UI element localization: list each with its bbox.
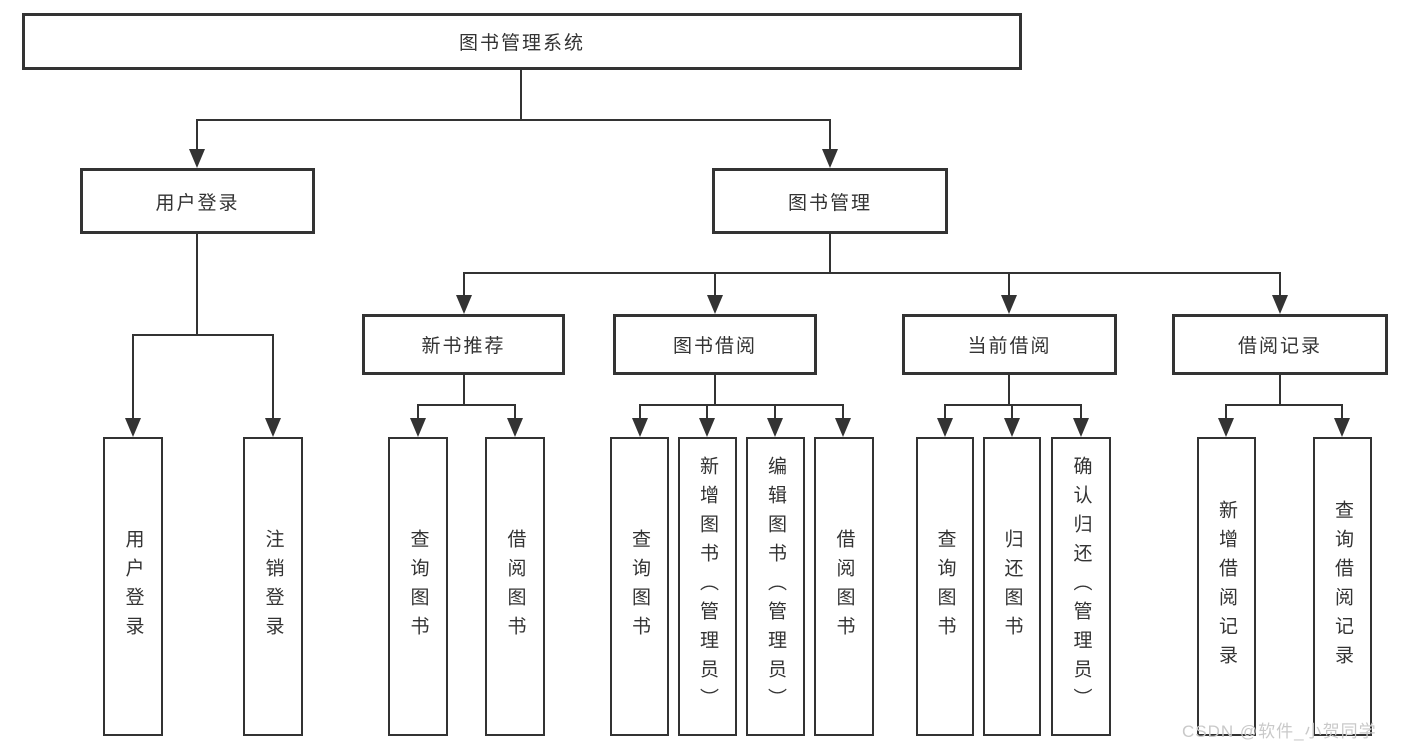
- leaf-borrow-edit-books-admin: 编辑图书（管理员）: [746, 437, 805, 736]
- connector-root-stem: [520, 69, 522, 121]
- connector-drop: [132, 334, 134, 420]
- connector-drop: [706, 404, 708, 420]
- connector-drop: [1225, 404, 1227, 420]
- node-book-borrowing: 图书借阅: [613, 314, 817, 375]
- connector-bookmgmt-rail: [463, 272, 1281, 274]
- arrow-down-icon: [937, 418, 953, 437]
- leaf-records-query-record-label: 查询借阅记录: [1332, 499, 1353, 674]
- arrow-down-icon: [767, 418, 783, 437]
- connector-drop: [1011, 404, 1013, 420]
- arrow-down-icon: [707, 295, 723, 314]
- leaf-borrow-query-books: 查询图书: [610, 437, 669, 736]
- connector-bookborrow-stem: [714, 375, 716, 406]
- leaf-logout-label: 注销登录: [262, 528, 284, 645]
- connector-newrec-rail: [417, 404, 516, 406]
- connector-drop: [944, 404, 946, 420]
- connector-bookborrow-rail: [639, 404, 844, 406]
- node-library-system-label: 图书管理系统: [458, 33, 585, 54]
- leaf-current-query-books: 查询图书: [916, 437, 974, 736]
- leaf-current-confirm-return-admin-label: 确认归还（管理员）: [1070, 456, 1092, 717]
- arrow-down-icon: [835, 418, 851, 437]
- leaf-newrec-query-books-label: 查询图书: [407, 528, 429, 645]
- connector-drop: [842, 404, 844, 420]
- node-book-management: 图书管理: [712, 168, 948, 234]
- node-new-book-recommend: 新书推荐: [362, 314, 565, 375]
- leaf-logout: 注销登录: [243, 437, 303, 736]
- connector-drop: [272, 334, 274, 420]
- leaf-borrow-borrow-books: 借阅图书: [814, 437, 874, 736]
- connector-drop: [417, 404, 419, 420]
- connector-drop: [774, 404, 776, 420]
- leaf-current-return-books-label: 归还图书: [1001, 528, 1023, 645]
- connector-root-rail: [196, 119, 831, 121]
- node-new-book-recommend-label: 新书推荐: [421, 336, 506, 357]
- node-user-login-label: 用户登录: [155, 192, 240, 214]
- node-library-system: 图书管理系统: [22, 13, 1022, 70]
- arrow-down-icon: [1001, 295, 1017, 314]
- arrow-down-icon: [265, 418, 281, 437]
- leaf-records-query-record: 查询借阅记录: [1313, 437, 1372, 736]
- leaf-newrec-query-books: 查询图书: [388, 437, 448, 736]
- connector-drop: [1008, 272, 1010, 297]
- arrow-down-icon: [1218, 418, 1234, 437]
- leaf-borrow-add-books-admin: 新增图书（管理员）: [678, 437, 737, 736]
- leaf-current-query-books-label: 查询图书: [934, 528, 956, 645]
- arrow-down-icon: [1073, 418, 1089, 437]
- connector-userlogin-rail: [132, 334, 274, 336]
- node-current-borrowing-label: 当前借阅: [967, 336, 1052, 357]
- arrow-down-icon: [410, 418, 426, 437]
- connector-drop: [829, 119, 831, 151]
- connector-drop: [514, 404, 516, 420]
- connector-records-rail: [1225, 404, 1343, 406]
- node-book-borrowing-label: 图书借阅: [672, 336, 757, 357]
- connector-userlogin-stem: [196, 234, 198, 336]
- arrow-down-icon: [1272, 295, 1288, 314]
- arrow-down-icon: [1004, 418, 1020, 437]
- node-user-login: 用户登录: [80, 168, 315, 234]
- leaf-current-confirm-return-admin: 确认归还（管理员）: [1051, 437, 1111, 736]
- leaf-current-return-books: 归还图书: [983, 437, 1041, 736]
- connector-records-stem: [1279, 375, 1281, 406]
- arrow-down-icon: [822, 149, 838, 168]
- connector-drop: [196, 119, 198, 151]
- arrow-down-icon: [456, 295, 472, 314]
- leaf-newrec-borrow-books: 借阅图书: [485, 437, 545, 736]
- node-borrowing-records: 借阅记录: [1172, 314, 1388, 375]
- node-borrowing-records-label: 借阅记录: [1237, 336, 1322, 357]
- arrow-down-icon: [632, 418, 648, 437]
- leaf-borrow-query-books-label: 查询图书: [629, 528, 650, 645]
- arrow-down-icon: [507, 418, 523, 437]
- leaf-borrow-edit-books-admin-label: 编辑图书（管理员）: [765, 456, 786, 717]
- connector-drop: [1279, 272, 1281, 297]
- node-current-borrowing: 当前借阅: [902, 314, 1117, 375]
- arrow-down-icon: [1334, 418, 1350, 437]
- csdn-watermark: CSDN @软件_小贺同学: [1182, 722, 1377, 741]
- connector-bookmgmt-stem: [829, 234, 831, 274]
- arrow-down-icon: [125, 418, 141, 437]
- connector-drop: [463, 272, 465, 297]
- connector-drop: [639, 404, 641, 420]
- connector-currentborrow-rail: [944, 404, 1082, 406]
- leaf-borrow-add-books-admin-label: 新增图书（管理员）: [697, 456, 718, 717]
- leaf-records-add-record: 新增借阅记录: [1197, 437, 1256, 736]
- leaf-borrow-borrow-books-label: 借阅图书: [833, 528, 855, 645]
- connector-drop: [1080, 404, 1082, 420]
- leaf-newrec-borrow-books-label: 借阅图书: [504, 528, 526, 645]
- leaf-user-login: 用户登录: [103, 437, 163, 736]
- leaf-records-add-record-label: 新增借阅记录: [1216, 499, 1237, 674]
- connector-newrec-stem: [463, 375, 465, 406]
- arrow-down-icon: [699, 418, 715, 437]
- node-book-management-label: 图书管理: [787, 192, 872, 214]
- leaf-user-login-label: 用户登录: [122, 528, 144, 645]
- arrow-down-icon: [189, 149, 205, 168]
- connector-drop: [714, 272, 716, 297]
- connector-drop: [1341, 404, 1343, 420]
- connector-currentborrow-stem: [1008, 375, 1010, 406]
